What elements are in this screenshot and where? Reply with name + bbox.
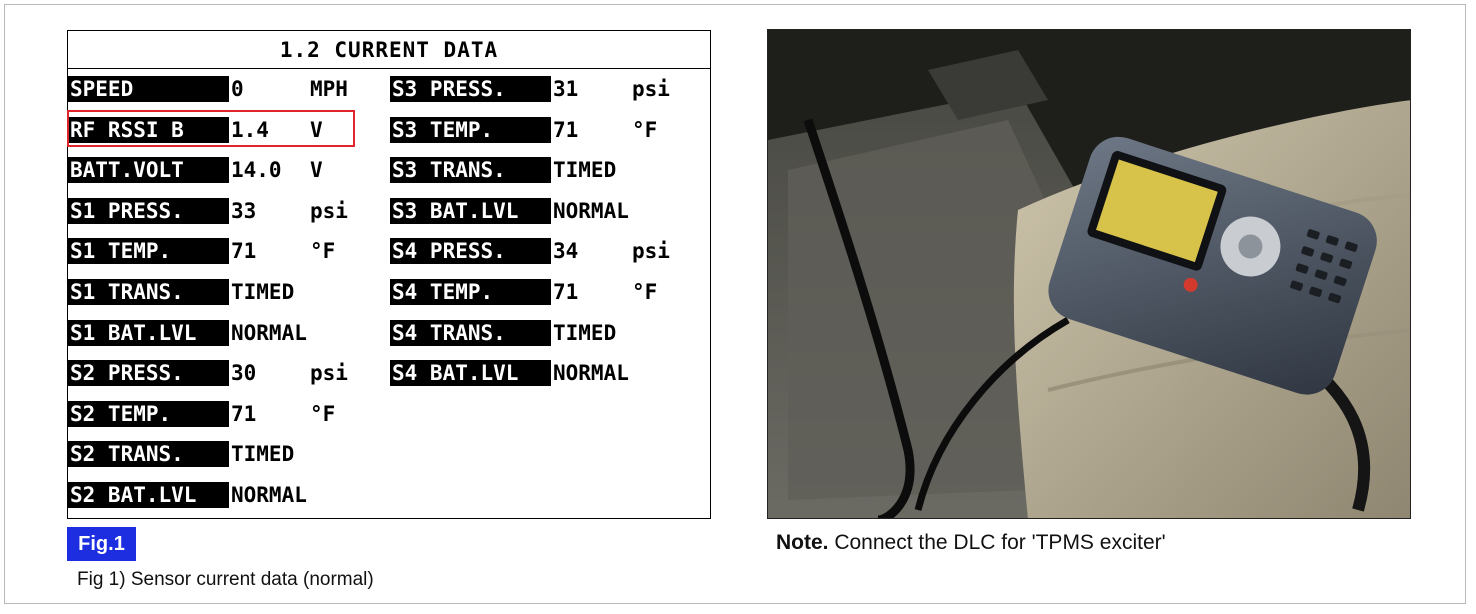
car-interior-image: [768, 30, 1410, 518]
param-unit: V: [310, 158, 323, 183]
param-unit: V: [310, 117, 323, 142]
param-value: 1.4: [231, 117, 269, 142]
param-value: 71: [553, 117, 579, 142]
param-label: S3 TRANS.: [390, 157, 551, 184]
param-label: S2 TRANS.: [68, 441, 229, 468]
param-unit: °F: [632, 117, 658, 142]
param-value: 14.0: [231, 158, 282, 183]
param-value: 30: [231, 361, 257, 386]
figure-caption: Fig 1) Sensor current data (normal): [77, 569, 374, 590]
param-value: NORMAL: [231, 482, 307, 507]
param-value: 71: [553, 279, 579, 304]
param-label: S4 TEMP.: [390, 278, 551, 305]
param-label: S2 TEMP.: [68, 400, 229, 427]
param-value: TIMED: [553, 158, 617, 183]
scanner-photo: [767, 29, 1411, 519]
photo-note: Note. Connect the DLC for 'TPMS exciter': [776, 531, 1166, 555]
param-label: S1 TEMP.: [68, 238, 229, 265]
param-label: S2 PRESS.: [68, 360, 229, 387]
scanner-title: 1.2 CURRENT DATA: [68, 31, 710, 69]
param-label: S4 PRESS.: [390, 238, 551, 265]
param-unit: °F: [310, 239, 336, 264]
param-value: 71: [231, 401, 257, 426]
param-label: SPEED: [68, 76, 229, 102]
param-value: 0: [231, 77, 244, 101]
param-label: S4 BAT.LVL: [390, 360, 551, 387]
param-value: 34: [553, 239, 579, 264]
param-label: S1 BAT.LVL: [68, 319, 229, 346]
param-label: S1 TRANS.: [68, 278, 229, 305]
param-value: 71: [231, 239, 257, 264]
param-value: TIMED: [231, 442, 295, 467]
note-label: Note.: [776, 531, 829, 554]
param-label: S3 BAT.LVL: [390, 197, 551, 224]
param-label: S2 BAT.LVL: [68, 481, 229, 508]
param-value: NORMAL: [553, 361, 629, 386]
param-unit: psi: [632, 239, 670, 264]
figure-badge: Fig.1: [67, 527, 136, 561]
param-label: S3 PRESS.: [390, 76, 551, 102]
param-unit: MPH: [310, 77, 348, 101]
param-label: S1 PRESS.: [68, 197, 229, 224]
param-unit: °F: [632, 279, 658, 304]
param-value: 33: [231, 198, 257, 223]
note-text: Connect the DLC for 'TPMS exciter': [828, 531, 1166, 554]
param-unit: °F: [310, 401, 336, 426]
param-label: S4 TRANS.: [390, 319, 551, 346]
param-unit: psi: [310, 361, 348, 386]
param-label: S3 TEMP.: [390, 116, 551, 143]
param-unit: psi: [310, 198, 348, 223]
param-value: 31: [553, 77, 579, 101]
param-unit: psi: [632, 77, 670, 101]
param-value: TIMED: [553, 320, 617, 345]
param-value: NORMAL: [553, 198, 629, 223]
param-value: NORMAL: [231, 320, 307, 345]
param-label: RF RSSI B: [68, 116, 229, 143]
param-value: TIMED: [231, 279, 295, 304]
param-label: BATT.VOLT: [68, 157, 229, 184]
